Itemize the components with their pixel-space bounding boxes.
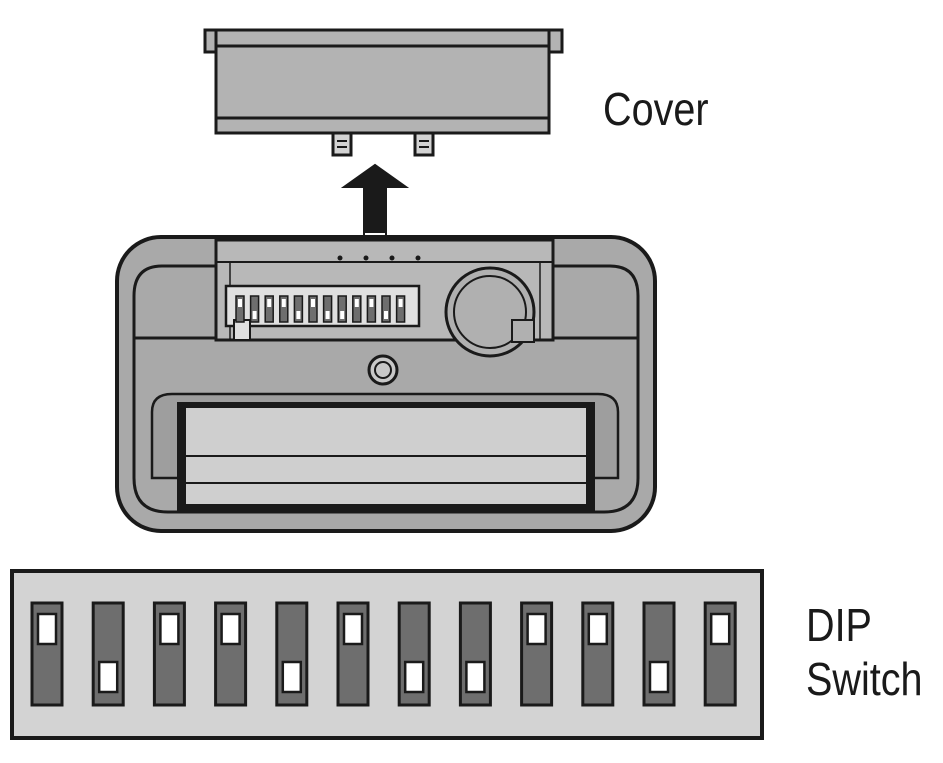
cover [203,28,564,157]
mini-dip-knob-7 [325,311,330,319]
dip-switch-knob-up [36,612,58,646]
mini-dip-slot-1 [235,295,245,323]
dip-switch-knob-up [709,612,731,646]
mini-dip-slot-6 [308,295,318,323]
dip-switch-4[interactable] [214,601,248,707]
dip-switch-2[interactable] [91,601,125,707]
dip-switch-7[interactable] [397,601,431,707]
mini-dip-knob-12 [398,299,403,307]
mini-dip-slot-9 [352,295,362,323]
mini-dip-slot-11 [381,295,391,323]
mini-dip-switch [235,295,406,323]
dip-switch-knob-down [465,660,486,694]
dip-switch-knob-down [281,660,303,694]
mini-dip-knob-6 [311,299,315,307]
dip-switch-3[interactable] [152,601,186,707]
dip-switch-knob-up [220,612,241,646]
mini-dip-knob-11 [384,311,388,319]
dip-switch-11[interactable] [642,601,676,707]
mini-dip-knob-3 [267,299,272,307]
mini-dip-slot-5 [293,295,304,323]
mini-dip-knob-10 [369,299,374,307]
dip-switch-knob-up [526,612,547,646]
remove-direction-arrow [340,163,410,247]
mini-dip-slot-2 [249,295,260,323]
mini-dip-slot-3 [264,295,274,323]
dip-switch-1[interactable] [30,601,64,707]
mini-dip-knob-9 [354,299,359,307]
dip-switch-6[interactable] [336,601,370,707]
mini-dip-slot-7 [322,295,333,323]
dip-switch-label-line1: DIP [806,599,872,651]
mini-dip-slot-4 [279,295,289,323]
remote-housing [115,235,657,533]
dip-switch-9[interactable] [520,601,554,707]
dip-switch-5[interactable] [275,601,309,707]
cover-label: Cover [603,83,709,135]
mini-dip-slot-12 [395,295,406,323]
dip-switch-12[interactable] [703,601,737,707]
dip-switch-10[interactable] [581,601,615,707]
dip-switch-label-line2: Switch [806,653,923,705]
mini-dip-slot-10 [366,295,377,323]
mini-dip-knob-8 [340,311,345,319]
dip-switch-knob-down [648,660,670,694]
dip-switch-knob-down [403,660,425,694]
mini-dip-knob-1 [238,299,242,307]
mini-dip-knob-4 [281,299,286,307]
mini-dip-slot-8 [337,295,347,323]
dip-switch-8[interactable] [458,601,492,707]
dip-switch-knob-down [97,660,119,694]
mini-dip-knob-2 [252,311,257,319]
dip-switch-knob-up [342,612,364,646]
dip-switch-enlarged [10,569,764,740]
dip-switch-knob-up [159,612,180,646]
dip-switch-knob-up [587,612,609,646]
mini-dip-knob-5 [296,311,301,319]
